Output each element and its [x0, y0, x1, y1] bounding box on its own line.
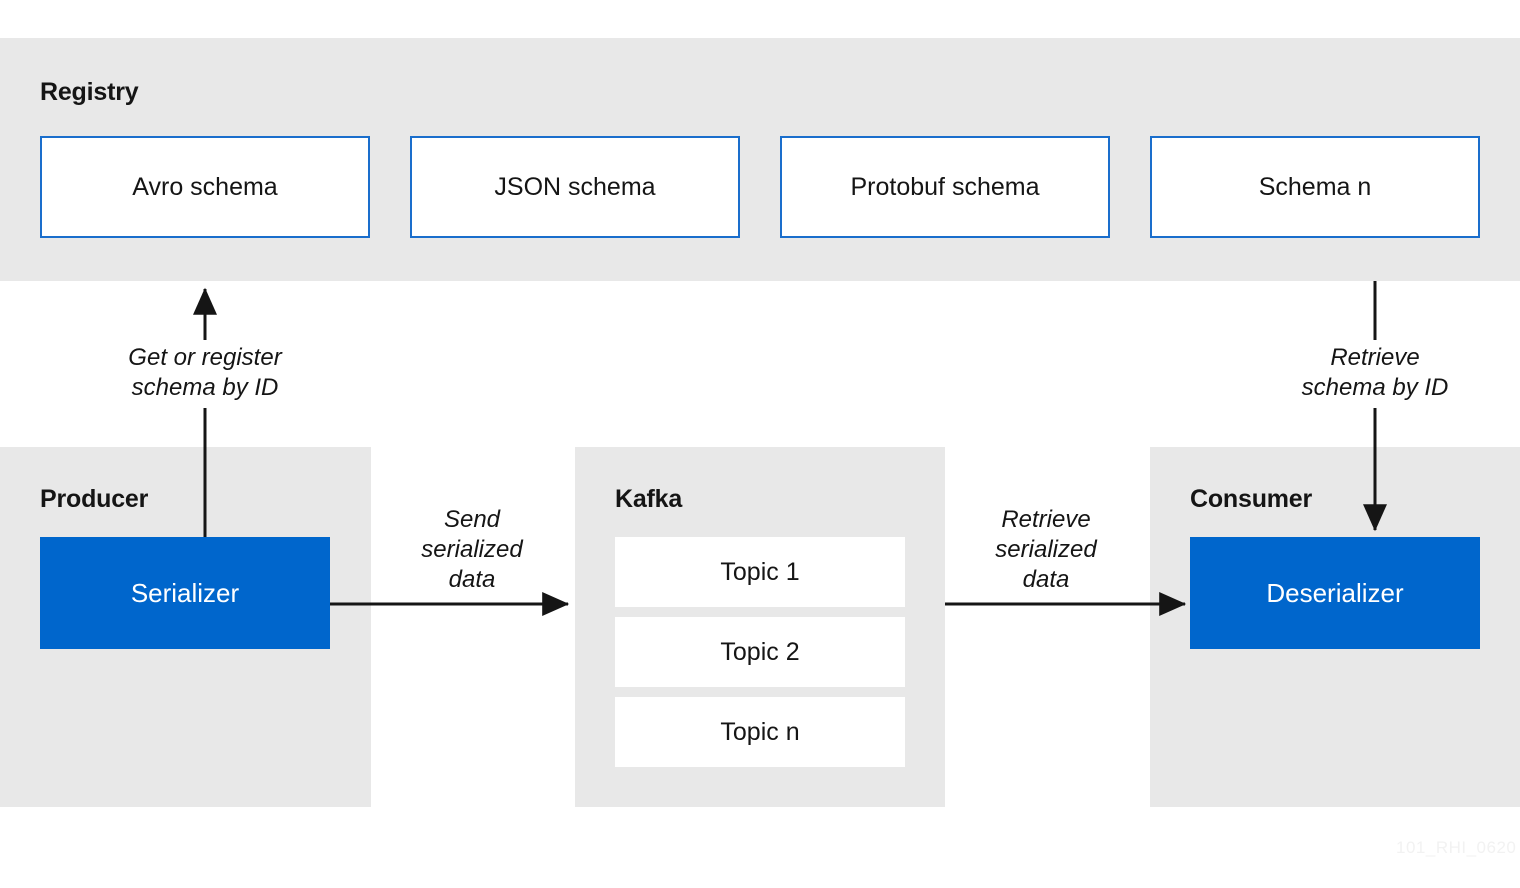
schema-box-label: Schema n: [1258, 172, 1372, 201]
topic-label: Topic 2: [720, 637, 800, 666]
edge-label-producer-to-registry: Get or register schema by ID: [128, 344, 282, 401]
schema-box-label: JSON schema: [494, 172, 656, 201]
schema-box-schema-n[interactable]: Schema n: [1150, 136, 1480, 238]
schema-box-avro[interactable]: Avro schema: [40, 136, 370, 238]
registry-title: Registry: [40, 78, 139, 106]
schema-box-protobuf[interactable]: Protobuf schema: [780, 136, 1110, 238]
serializer-label: Serializer: [130, 577, 240, 608]
schema-box-label: Protobuf schema: [850, 172, 1040, 201]
producer-title: Producer: [40, 485, 149, 513]
edge-label-producer-to-kafka: Send serialized data: [421, 506, 523, 593]
schema-box-label: Avro schema: [132, 172, 278, 201]
serializer-box[interactable]: Serializer: [40, 537, 330, 649]
deserializer-label: Deserializer: [1266, 577, 1404, 608]
watermark: 101_RHI_0620: [1396, 838, 1517, 857]
topic-label: Topic n: [720, 717, 800, 746]
consumer-title: Consumer: [1190, 485, 1313, 513]
kafka-title: Kafka: [615, 485, 683, 513]
topic-box-2[interactable]: Topic 2: [615, 617, 905, 687]
topic-box-1[interactable]: Topic 1: [615, 537, 905, 607]
deserializer-box[interactable]: Deserializer: [1190, 537, 1480, 649]
topic-label: Topic 1: [720, 557, 800, 586]
edge-label-registry-to-consumer: Retrieve schema by ID: [1301, 344, 1449, 401]
schema-box-json[interactable]: JSON schema: [410, 136, 740, 238]
edge-label-kafka-to-consumer: Retrieve serialized data: [995, 506, 1097, 593]
topic-box-n[interactable]: Topic n: [615, 697, 905, 767]
